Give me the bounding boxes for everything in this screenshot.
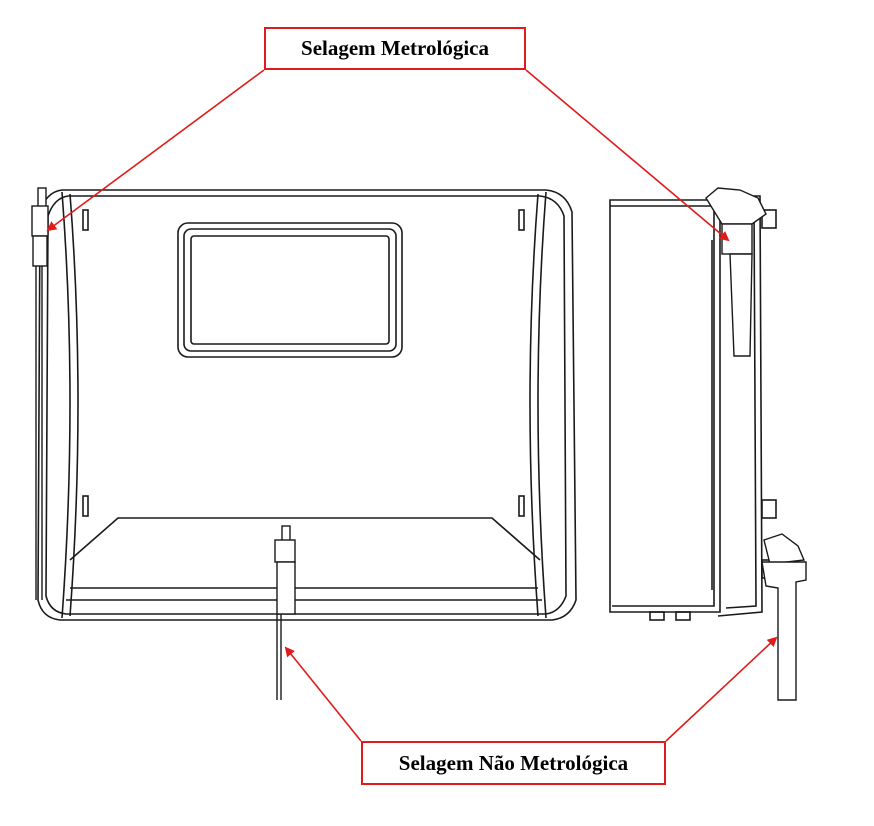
non-metrological-seal-side <box>761 533 807 701</box>
non-metrological-seal-label: Selagem Não Metrológica <box>361 741 666 785</box>
leader-metrological-front <box>46 69 265 232</box>
non-metrological-seal-front <box>274 525 296 700</box>
leader-metrological-side <box>525 69 730 242</box>
leader-non-metrological-front <box>284 646 362 742</box>
metrological-seal-pin-front <box>31 187 49 600</box>
metrological-seal-side <box>705 187 767 357</box>
annotation-leaders <box>46 69 778 742</box>
leader-non-metrological-side <box>665 636 778 742</box>
meter-front-view <box>37 189 577 621</box>
metrological-seal-label: Selagem Metrológica <box>264 27 526 70</box>
